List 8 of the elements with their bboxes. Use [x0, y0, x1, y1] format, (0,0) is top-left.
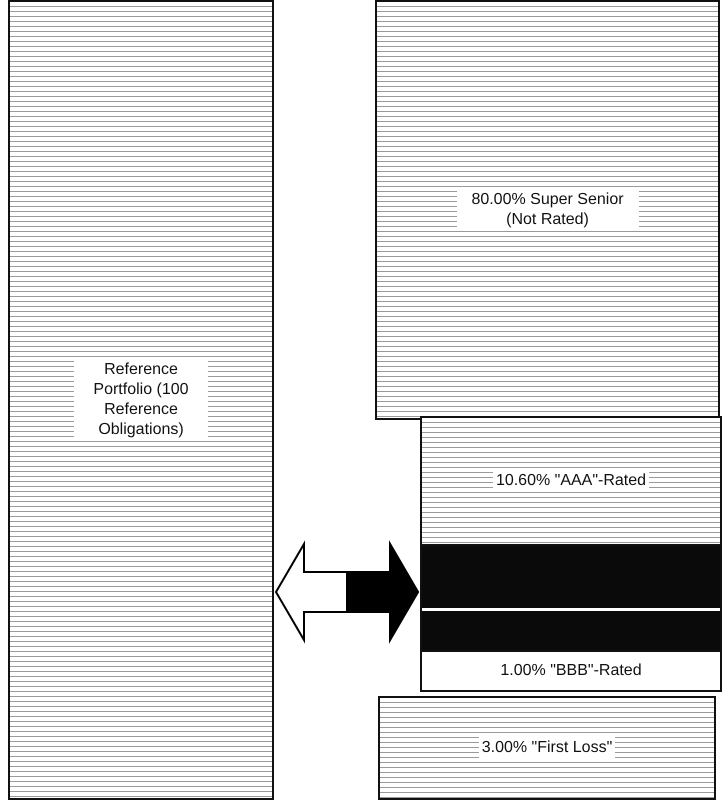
tranche-box — [375, 0, 720, 420]
tranche-label: 3.00% "First Loss" — [478, 737, 616, 759]
tranche-box — [420, 650, 722, 692]
tranche-box — [420, 416, 722, 546]
double-arrow — [274, 540, 420, 644]
tranche-box — [378, 696, 716, 800]
portfolio-column — [8, 0, 274, 800]
tranche-band — [420, 544, 722, 652]
